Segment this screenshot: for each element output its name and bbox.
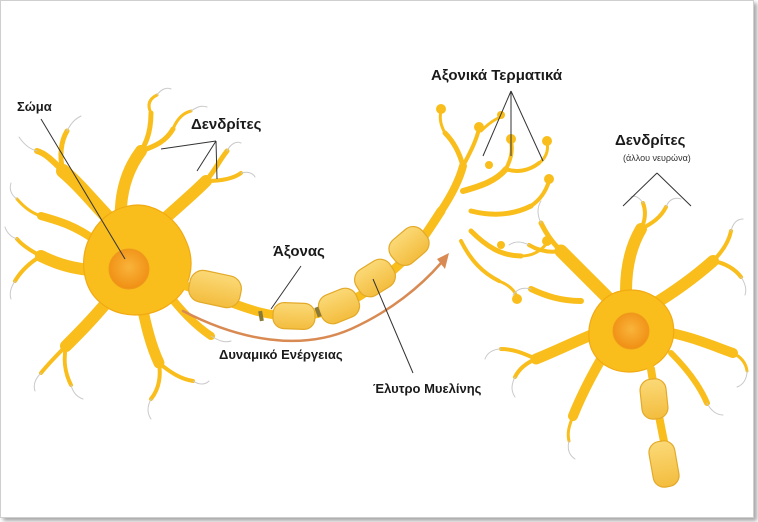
right-nucleus	[613, 313, 649, 349]
action-potential-label: Δυναμικό Ενέργειας	[219, 347, 343, 362]
other-dendrites-label: Δενδρίτες	[615, 132, 685, 149]
axon-terminals-label: Αξονικά Τερματικά	[431, 67, 562, 84]
left-neuron	[15, 95, 241, 399]
soma-label: Σώμα	[17, 99, 52, 114]
myelin-sheath-label: Έλυτρο Μυελίνης	[373, 381, 481, 396]
dendrites-label: Δενδρίτες	[191, 116, 261, 133]
axon-label: Άξονας	[273, 243, 325, 260]
left-nucleus	[109, 249, 149, 289]
other-dendrites-note: (άλλου νευρώνα)	[623, 153, 691, 163]
myelin-sheath	[186, 222, 434, 330]
